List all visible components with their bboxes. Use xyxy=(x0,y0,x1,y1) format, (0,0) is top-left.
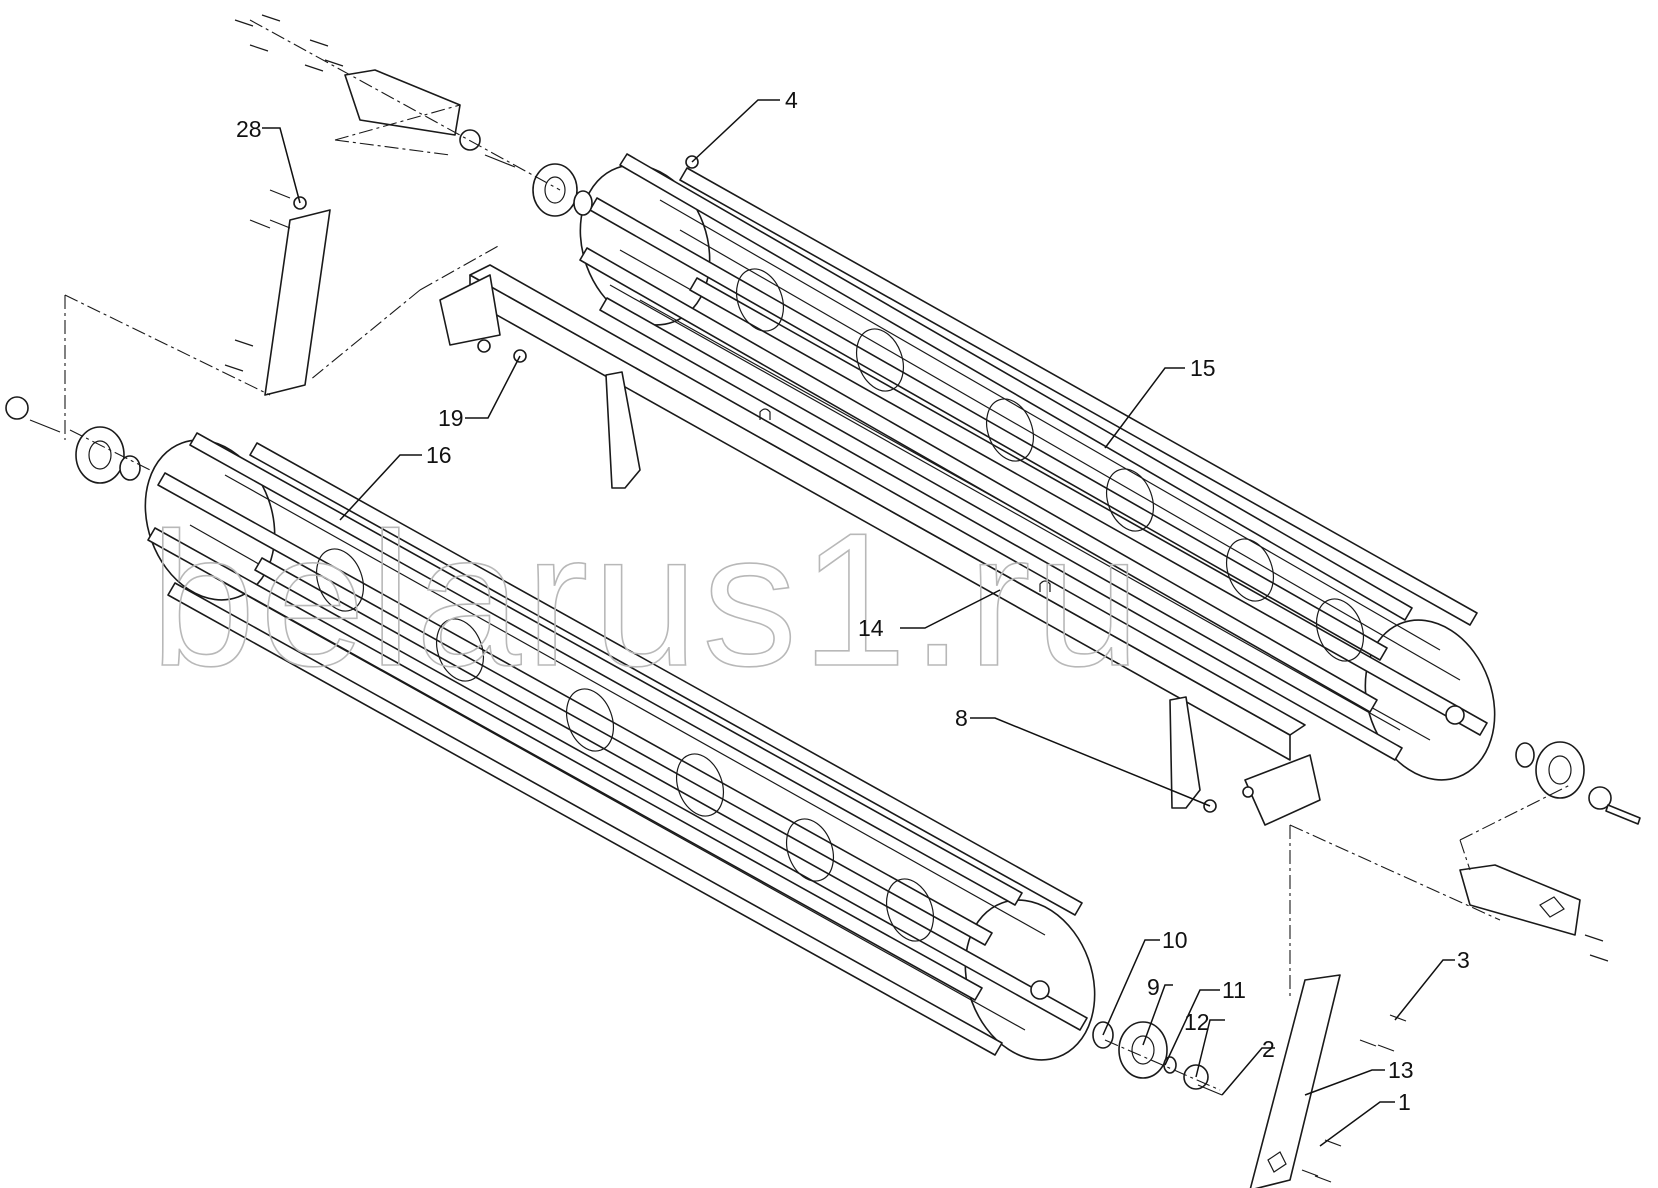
callout-leaders xyxy=(262,99,1455,1147)
callout-1: 1 xyxy=(1398,1089,1411,1115)
callout-15: 15 xyxy=(1190,355,1216,381)
callout-10: 10 xyxy=(1162,927,1188,953)
callout-3: 3 xyxy=(1457,947,1470,973)
assembly-centerlines xyxy=(64,19,1571,1091)
callout-16: 16 xyxy=(426,442,452,468)
watermark-text: belarus1.ru xyxy=(150,494,1145,706)
upper-right-bearing xyxy=(1515,741,1641,825)
callout-11: 11 xyxy=(1222,977,1246,1003)
callout-19: 19 xyxy=(438,405,464,431)
right-mounting-plate xyxy=(1459,864,1581,936)
callout-4: 4 xyxy=(785,87,798,113)
callout-9: 9 xyxy=(1147,974,1160,1000)
upper-left-plate xyxy=(264,69,481,396)
upper-left-bearing xyxy=(532,163,593,217)
callout-8: 8 xyxy=(955,705,968,731)
callout-2: 2 xyxy=(1262,1036,1275,1062)
lower-left-bearing xyxy=(5,396,141,484)
callout-14: 14 xyxy=(858,615,884,641)
callout-13: 13 xyxy=(1388,1057,1414,1083)
upper-roller xyxy=(579,153,1496,781)
callout-labels: 4 28 15 19 16 14 8 10 9 11 12 2 3 13 1 xyxy=(236,87,1470,1115)
callout-28: 28 xyxy=(236,116,262,142)
callout-12: 12 xyxy=(1184,1009,1210,1035)
lower-roller xyxy=(144,432,1096,1061)
frame-beam xyxy=(439,264,1321,826)
lower-right-plate-13 xyxy=(1249,974,1341,1188)
